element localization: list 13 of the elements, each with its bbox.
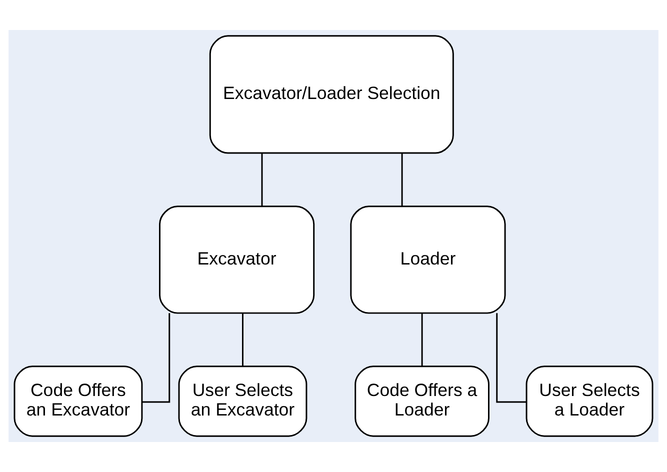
connector	[401, 153, 403, 206]
node-box: Code Offers an Excavator	[14, 366, 143, 437]
connector	[261, 153, 263, 206]
connector	[496, 313, 526, 403]
connector	[421, 313, 423, 366]
node-box: Code Offers a Loader	[354, 366, 490, 437]
node-box: User Selects a Loader	[526, 366, 654, 437]
node-box: Loader	[350, 206, 506, 314]
node-box: Excavator	[159, 206, 315, 314]
connector	[142, 313, 170, 403]
node-box: User Selects an Excavator	[178, 366, 308, 437]
connector	[242, 313, 244, 366]
node-box: Excavator/Loader Selection	[209, 35, 454, 154]
